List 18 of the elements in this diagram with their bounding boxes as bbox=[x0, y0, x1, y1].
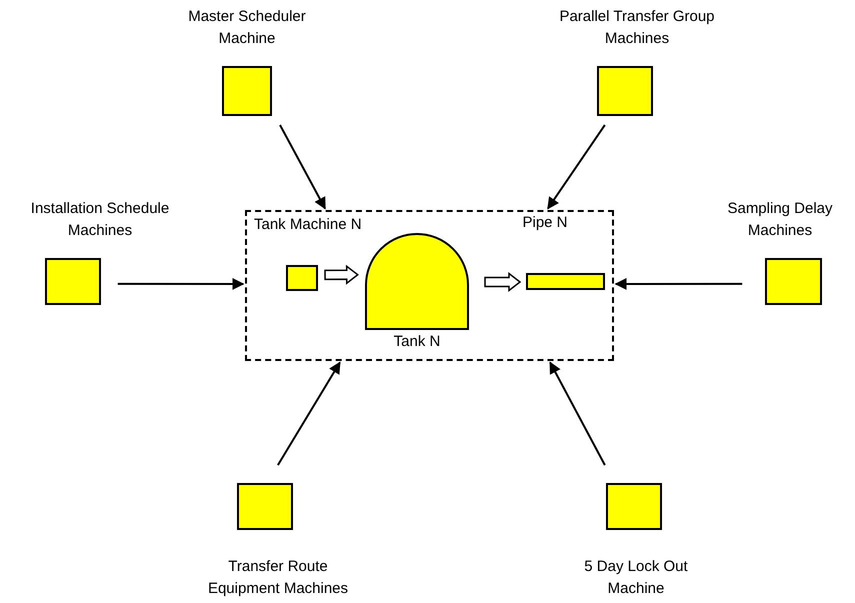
arrow bbox=[547, 124, 606, 210]
arrow bbox=[324, 264, 359, 285]
arrow bbox=[118, 278, 244, 290]
arrow bbox=[279, 124, 326, 210]
machine-label: Pipe N bbox=[521, 213, 569, 233]
machine-label: Transfer Route Equipment Machines bbox=[206, 557, 350, 599]
machine-label: Sampling Delay Machines bbox=[726, 199, 834, 241]
machine-label: Tank N bbox=[392, 332, 442, 352]
arrow bbox=[614, 278, 742, 290]
arrow bbox=[484, 272, 522, 292]
machine-label: Parallel Transfer Group Machines bbox=[558, 7, 716, 49]
arrow bbox=[277, 361, 341, 466]
dashed-boundary bbox=[245, 210, 614, 361]
machine-label: 5 Day Lock Out Machine bbox=[583, 557, 689, 599]
machine-label: Master Scheduler Machine bbox=[187, 7, 307, 49]
group-label: Tank Machine N bbox=[254, 215, 363, 235]
machine-label: Installation Schedule Machines bbox=[30, 199, 170, 241]
arrow bbox=[549, 361, 606, 466]
